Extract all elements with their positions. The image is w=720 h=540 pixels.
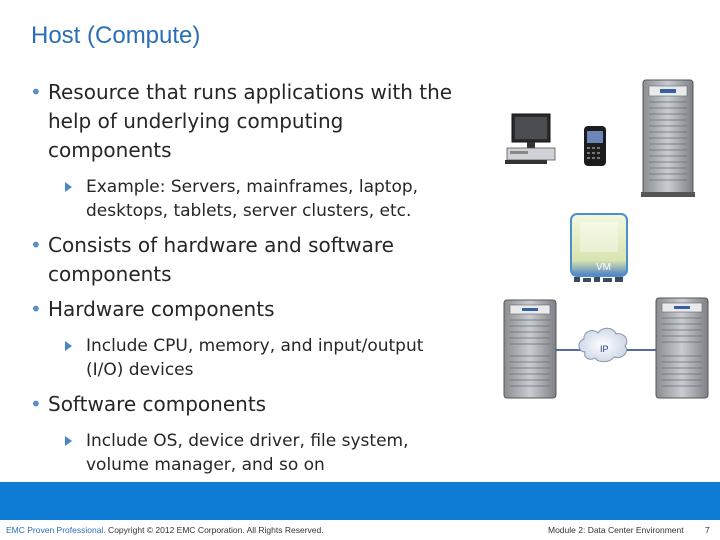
triangle-bullet-icon: [65, 182, 72, 192]
bullet-text: Software components: [48, 392, 267, 416]
bullet-item: • Software components: [30, 390, 460, 419]
bullet-item: • Resource that runs applications with t…: [30, 78, 460, 165]
bullet-dot-icon: •: [30, 233, 42, 257]
vm-label: VM: [596, 262, 611, 273]
bullet-text: Consists of hardware and software compon…: [48, 233, 394, 286]
tower-server-icon: [641, 79, 695, 197]
bullet-dot-icon: •: [30, 392, 42, 416]
bullet-item: • Consists of hardware and software comp…: [30, 231, 460, 289]
triangle-bullet-icon: [65, 436, 72, 446]
footer-copyright-text: Copyright © 2012 EMC Corporation. All Ri…: [105, 525, 324, 535]
footer-copyright: EMC Proven Professional. Copyright © 201…: [6, 525, 324, 535]
server-left-icon: [503, 299, 557, 399]
bullet-text: Resource that runs applications with the…: [48, 80, 453, 162]
sub-bullet-item: Example: Servers, mainframes, laptop, de…: [30, 175, 460, 223]
sub-bullet-item: Include OS, device driver, file system, …: [30, 429, 460, 477]
desktop-computer-icon: [505, 113, 556, 164]
footer: EMC Proven Professional. Copyright © 201…: [0, 520, 720, 540]
ip-label: IP: [600, 344, 609, 354]
bullet-dot-icon: •: [30, 80, 42, 104]
footer-module: Module 2: Data Center Environment: [548, 525, 684, 535]
sub-bullet-text: Include OS, device driver, file system, …: [86, 431, 409, 475]
virtual-machine-icon: VM: [570, 213, 628, 282]
smartphone-icon: [584, 126, 606, 166]
sub-bullet-item: Include CPU, memory, and input/output (I…: [30, 334, 460, 382]
ip-network-cloud-icon: IP: [578, 327, 628, 363]
bullet-dot-icon: •: [30, 297, 42, 321]
sub-bullet-text: Include CPU, memory, and input/output (I…: [86, 336, 424, 380]
slide-title: Host (Compute): [31, 22, 201, 49]
triangle-bullet-icon: [65, 341, 72, 351]
page-number: 7: [705, 525, 710, 535]
bullet-item: • Hardware components: [30, 295, 460, 324]
server-right-icon: [655, 297, 709, 399]
bullet-list: • Resource that runs applications with t…: [30, 78, 460, 485]
footer-bar: [0, 482, 720, 520]
footer-brand: EMC Proven Professional.: [6, 525, 106, 535]
sub-bullet-text: Example: Servers, mainframes, laptop, de…: [86, 177, 419, 221]
bullet-text: Hardware components: [48, 297, 275, 321]
